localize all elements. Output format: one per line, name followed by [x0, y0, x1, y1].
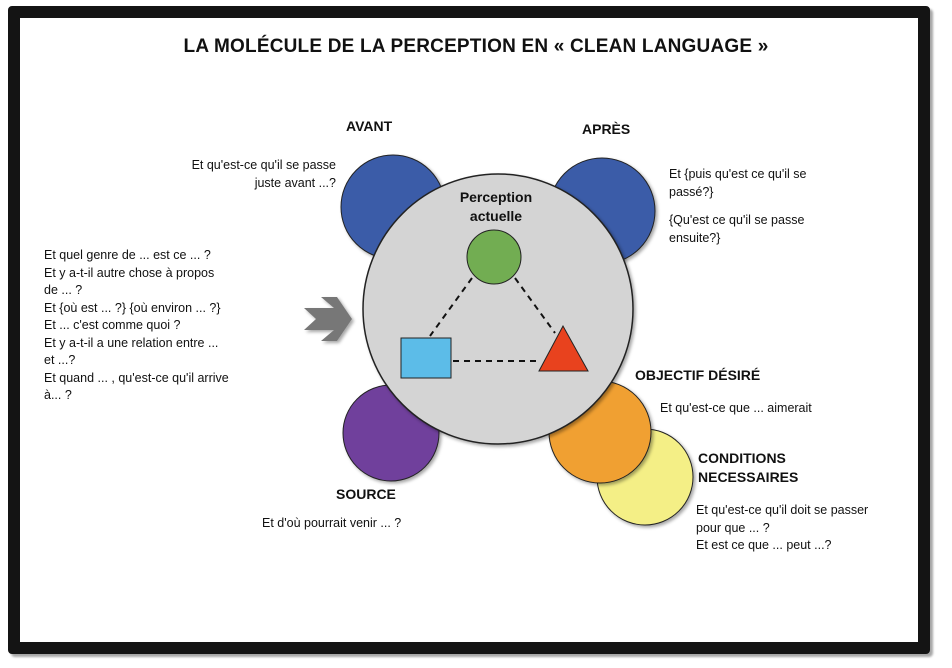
diagram-title: LA MOLÉCULE DE LA PERCEPTION EN « CLEAN … [183, 36, 769, 57]
link-circle-square [429, 277, 473, 337]
perception-label: Perception actuelle [459, 189, 533, 224]
apres-question-2: {Qu'est ce qu'il se passe ensuite?} [669, 213, 805, 245]
source-label: SOURCE [336, 486, 396, 502]
source-question: Et d'où pourrait venir ... ? [262, 516, 402, 530]
blue-square [400, 337, 452, 379]
avant-question: Et qu'est-ce qu'il se passe juste avant … [191, 158, 336, 190]
green-circle [466, 229, 522, 285]
apres-label: APRÈS [582, 121, 631, 137]
objectif-question: Et qu'est-ce que ... aimerait [660, 401, 812, 415]
attribute-questions: Et quel genre de ... est ce ... ? Et y a… [44, 248, 229, 402]
objectif-label: OBJECTIF DÉSIRÉ [635, 367, 761, 383]
conditions-question: Et qu'est-ce qu'il doit se passer pour q… [696, 503, 869, 552]
red-triangle [538, 324, 589, 372]
link-circle-triangle [514, 277, 556, 334]
conditions-label: CONDITIONS NECESSAIRES [698, 450, 799, 485]
arrow-icon [304, 297, 352, 341]
avant-label: AVANT [346, 118, 393, 134]
apres-question: Et {puis qu'est ce qu'il se passé?} [669, 167, 807, 199]
